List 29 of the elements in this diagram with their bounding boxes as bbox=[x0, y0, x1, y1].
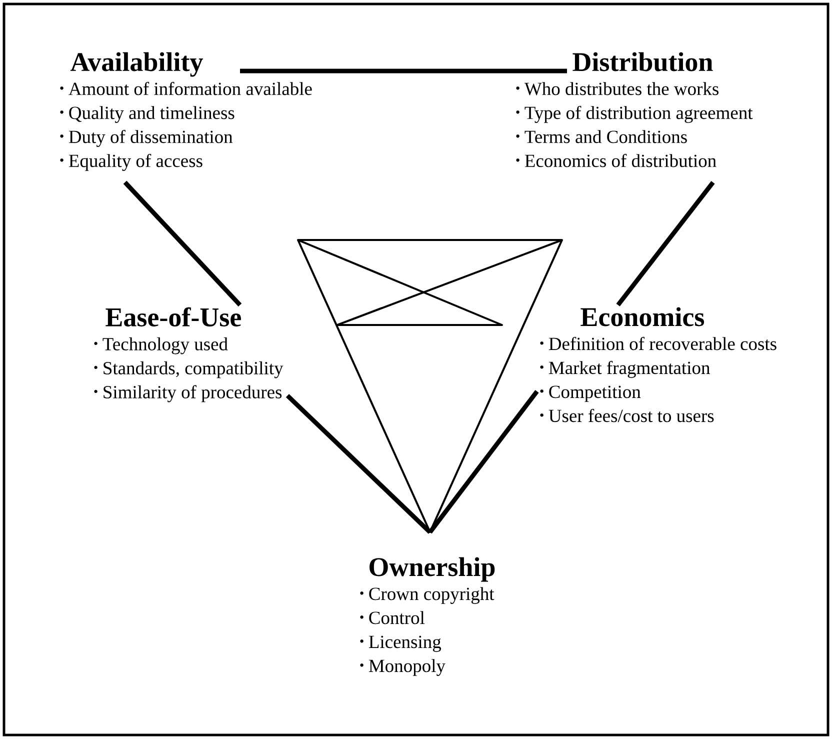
bullet-text: Competition bbox=[549, 386, 641, 402]
connector-line bbox=[286, 394, 432, 534]
bullet-text: Market fragmentation bbox=[548, 360, 710, 378]
heading: Economics bbox=[580, 307, 704, 326]
bullet-text: User fees/cost to users bbox=[548, 408, 714, 422]
heading: Availability bbox=[70, 52, 203, 77]
bullet-text: Amount of information available bbox=[68, 82, 312, 96]
bullet-text: Quality and timeliness bbox=[69, 106, 234, 123]
bullet-text: Economics of distribution bbox=[524, 154, 716, 168]
bullet-text: Equality of access bbox=[68, 154, 202, 171]
connector-line bbox=[428, 390, 539, 534]
bullet-text: Who distributes the works bbox=[524, 82, 718, 96]
bullet-text: Licensing bbox=[368, 636, 442, 652]
bullet-text: Control bbox=[369, 611, 425, 624]
heading: Ease-of-Use bbox=[106, 307, 241, 326]
connector-line bbox=[240, 68, 567, 74]
bullet-text: Definition of recoverable costs bbox=[548, 336, 776, 350]
bullet-text: Standards, compatibility bbox=[104, 361, 284, 378]
bullet-text: Similarity of procedures bbox=[104, 385, 282, 402]
bullet-text: Technology used bbox=[102, 337, 228, 354]
bullet-text: Duty of dissemination bbox=[68, 130, 233, 147]
bullet-text: Monopoly bbox=[368, 659, 446, 676]
connector-line bbox=[123, 180, 242, 307]
connector-line bbox=[616, 180, 715, 306]
heading: Ownership bbox=[370, 557, 495, 582]
bullet-text: Crown copyright bbox=[369, 587, 494, 604]
heading: Distribution bbox=[572, 52, 713, 72]
bullet-text: Type of distribution agreement bbox=[524, 106, 753, 123]
bullet-text: Terms and Conditions bbox=[524, 130, 687, 144]
